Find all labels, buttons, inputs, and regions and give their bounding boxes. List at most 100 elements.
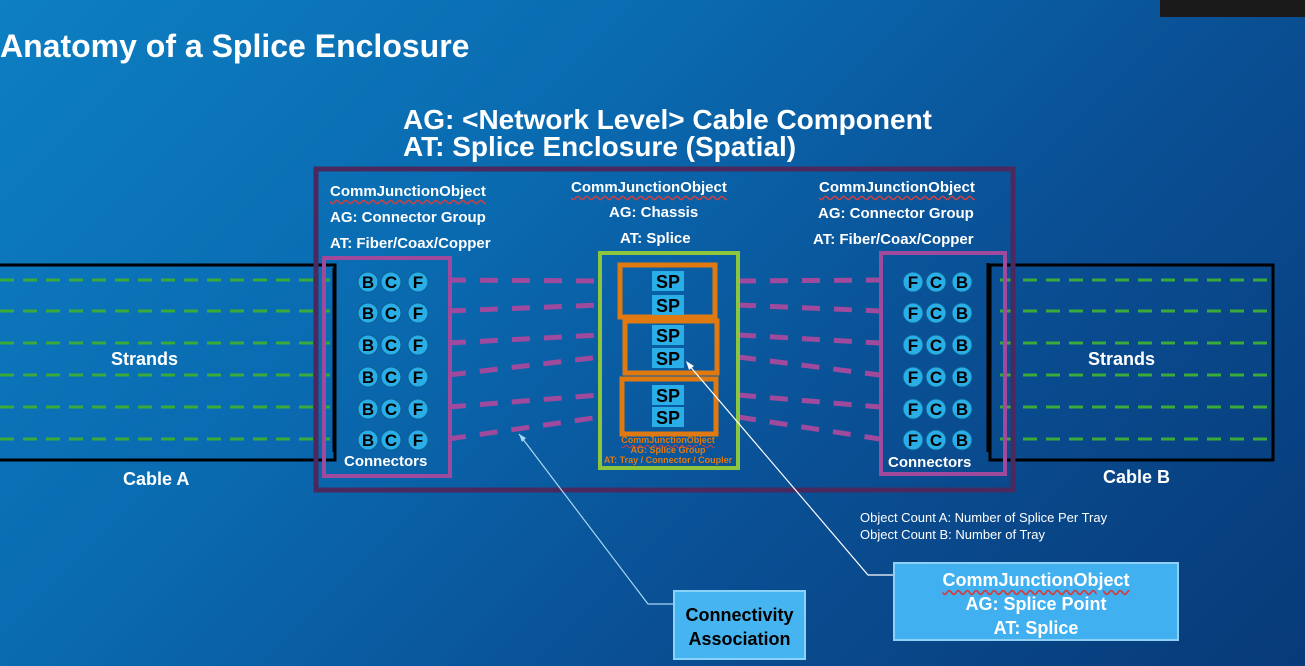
- left-bubble-5-0: [357, 429, 379, 451]
- left-letter-3-2: F: [413, 368, 423, 387]
- right-bubble-2-1: [925, 334, 947, 356]
- tray-1: [617, 262, 718, 320]
- cable-b-strands: Strands: [1088, 349, 1156, 369]
- right-letter-1-0: F: [908, 304, 918, 323]
- right-letter-5-2: B: [956, 431, 968, 450]
- right-bubble-1-0: [902, 302, 924, 324]
- connection-right-4: [737, 392, 881, 410]
- left-group-at: AT: Fiber/Coax/Copper: [330, 235, 491, 252]
- right-letter-5-0: F: [908, 431, 918, 450]
- right-bubble-4-0: [902, 398, 924, 420]
- left-letter-3-1: C: [385, 368, 397, 387]
- right-letter-2-1: C: [930, 336, 942, 355]
- cable-a-strands: Strands: [111, 349, 179, 369]
- right-bubble-1-2: [951, 302, 973, 324]
- right-bubble-1-1: [925, 302, 947, 324]
- right-group-at: AT: Fiber/Coax/Copper: [813, 231, 974, 248]
- right-letter-2-0: F: [908, 336, 918, 355]
- right-bubble-4-1: [925, 398, 947, 420]
- right-letter-2-2: B: [956, 336, 968, 355]
- splice-cell-4: [652, 385, 684, 405]
- right-bubble-4-2: [951, 398, 973, 420]
- connection-right-0: [737, 277, 881, 284]
- left-letter-5-0: B: [362, 431, 374, 450]
- left-bubble-4-2: [407, 398, 429, 420]
- tray-ag: AG: Splice Group: [630, 445, 706, 455]
- splice-point-at: AT: Splice: [993, 618, 1079, 638]
- tray-3: [619, 376, 719, 437]
- right-group-ag: AG: Connector Group: [818, 205, 974, 222]
- splice-label-4: SP: [656, 386, 680, 406]
- left-letter-4-0: B: [362, 400, 374, 419]
- right-letter-3-1: C: [930, 368, 942, 387]
- splice-label-3: SP: [656, 349, 680, 369]
- right-bubble-0-0: [902, 271, 924, 293]
- left-bubble-3-2: [407, 366, 429, 388]
- left-letter-1-0: B: [362, 304, 374, 323]
- splice-point-arrowhead: [686, 361, 694, 370]
- right-group-object: CommJunctionObject: [819, 179, 975, 196]
- left-letter-4-2: F: [413, 400, 423, 419]
- connectivity-line1: Connectivity: [685, 605, 794, 625]
- tray-2: [622, 318, 720, 376]
- left-letter-0-2: F: [413, 273, 423, 292]
- right-bubble-5-0: [902, 429, 924, 451]
- right-letter-0-2: B: [956, 273, 968, 292]
- left-letter-2-0: B: [362, 336, 374, 355]
- enclosure-outline: [313, 166, 1016, 493]
- splice-label-0: SP: [656, 272, 680, 292]
- right-bubble-5-2: [951, 429, 973, 451]
- connectivity-line2: Association: [688, 629, 791, 649]
- left-bubble-2-1: [380, 334, 402, 356]
- connection-left-2: [447, 332, 601, 346]
- left-bubble-1-2: [407, 302, 429, 324]
- right-bubble-0-1: [925, 271, 947, 293]
- cable-b-outline: [988, 263, 1275, 462]
- connection-left-4: [447, 392, 601, 410]
- splice-point-callout-line: [687, 363, 893, 576]
- left-letter-5-2: F: [413, 431, 423, 450]
- splice-label-1: SP: [656, 296, 680, 316]
- tray-at: AT: Tray / Connector / Coupler: [603, 455, 733, 465]
- left-bubble-5-1: [380, 429, 402, 451]
- left-group-ag: AG: Connector Group: [330, 209, 486, 226]
- connection-right-1: [737, 302, 881, 314]
- connectivity-association-box: Connectivity Association: [673, 590, 806, 660]
- right-letter-4-1: C: [930, 400, 942, 419]
- left-bubble-1-1: [380, 302, 402, 324]
- tray-object: CommJunctionObject: [621, 435, 715, 445]
- right-connectors-label: Connectors: [888, 454, 972, 471]
- right-bubble-3-1: [925, 366, 947, 388]
- left-letter-1-1: C: [385, 304, 397, 323]
- page-title: Anatomy of a Splice Enclosure: [0, 28, 470, 64]
- right-bubble-3-0: [902, 366, 924, 388]
- right-letter-5-1: C: [930, 431, 942, 450]
- chassis-box: [598, 251, 740, 470]
- left-connectors-label: Connectors: [344, 453, 428, 470]
- object-count-a-note: Object Count A: Number of Splice Per Tra…: [860, 510, 1108, 525]
- left-bubble-4-0: [357, 398, 379, 420]
- left-letter-3-0: B: [362, 368, 374, 387]
- left-bubble-1-0: [357, 302, 379, 324]
- left-letter-2-2: F: [413, 336, 423, 355]
- connection-right-2: [737, 332, 881, 346]
- connection-left-1: [447, 302, 601, 314]
- left-letter-1-2: F: [413, 304, 423, 323]
- right-bubble-0-2: [951, 271, 973, 293]
- connection-left-5: [447, 414, 601, 442]
- left-letter-2-1: C: [385, 336, 397, 355]
- left-letter-0-1: C: [385, 273, 397, 292]
- left-bubble-3-0: [357, 366, 379, 388]
- splice-label-5: SP: [656, 408, 680, 428]
- left-bubble-2-2: [407, 334, 429, 356]
- cable-b-label: Cable B: [1103, 467, 1171, 487]
- right-bubble-2-0: [902, 334, 924, 356]
- left-bubble-5-2: [407, 429, 429, 451]
- right-letter-1-1: C: [930, 304, 942, 323]
- connectivity-callout-line: [518, 433, 673, 605]
- splice-cell-2: [652, 325, 684, 345]
- right-letter-0-0: F: [908, 273, 918, 292]
- right-bubble-5-1: [925, 429, 947, 451]
- object-count-b-note: Object Count B: Number of Tray: [860, 527, 1045, 542]
